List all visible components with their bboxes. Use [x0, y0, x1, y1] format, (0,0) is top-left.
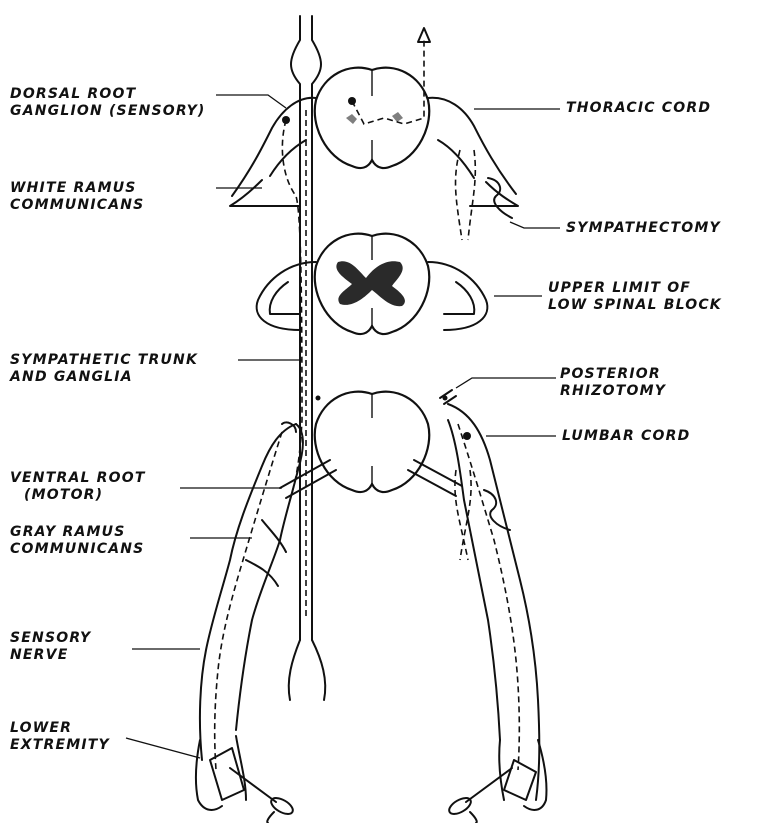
label-white-ramus: WHITE RAMUS COMMUNICANS — [10, 180, 144, 214]
label-line: GANGLION (SENSORY) — [10, 103, 206, 120]
label-thoracic-cord: THORACIC CORD — [566, 100, 711, 117]
label-line: COMMUNICANS — [10, 541, 144, 558]
label-upper-limit: UPPER LIMIT OF LOW SPINAL BLOCK — [548, 280, 722, 314]
label-ventral-root: VENTRAL ROOT (MOTOR) — [10, 470, 146, 504]
lumbar-cord-section — [280, 392, 462, 498]
label-line: DORSAL ROOT — [10, 86, 206, 103]
label-sympathetic-trunk: SYMPATHETIC TRUNK AND GANGLIA — [10, 352, 198, 386]
label-line: EXTREMITY — [10, 737, 110, 754]
label-line: VENTRAL ROOT — [10, 470, 146, 487]
label-gray-ramus: GRAY RAMUS COMMUNICANS — [10, 524, 144, 558]
label-line: GRAY RAMUS — [10, 524, 144, 541]
label-line: AND GANGLIA — [10, 369, 198, 386]
sympathectomy-chain — [456, 150, 476, 240]
label-lower-extremity: LOWER EXTREMITY — [10, 720, 110, 754]
label-posterior-rhizotomy: POSTERIOR RHIZOTOMY — [560, 366, 666, 400]
label-line: POSTERIOR — [560, 366, 666, 383]
label-line: LOWER — [10, 720, 110, 737]
label-line: SYMPATHETIC TRUNK — [10, 352, 198, 369]
label-line: NERVE — [10, 647, 91, 664]
left-nerve-and-limb — [196, 422, 303, 823]
label-sympathectomy: SYMPATHECTOMY — [566, 220, 721, 237]
label-line: UPPER LIMIT OF — [548, 280, 722, 297]
right-nerve-and-limb — [447, 404, 547, 823]
label-lumbar-cord: LUMBAR CORD — [562, 428, 690, 445]
mid-cord-section — [257, 234, 488, 334]
label-line: LOW SPINAL BLOCK — [548, 297, 722, 314]
label-line: SYMPATHECTOMY — [566, 220, 721, 237]
label-line: LUMBAR CORD — [562, 428, 690, 445]
ascending-arrow-icon — [418, 28, 430, 42]
label-line: RHIZOTOMY — [560, 383, 666, 400]
label-line: (MOTOR) — [10, 487, 146, 504]
label-dorsal-root-ganglion: DORSAL ROOT GANGLION (SENSORY) — [10, 86, 206, 120]
label-line: COMMUNICANS — [10, 197, 144, 214]
rhizotomy-cut-mark — [440, 390, 456, 404]
label-line: WHITE RAMUS — [10, 180, 144, 197]
label-line: SENSORY — [10, 630, 91, 647]
label-sensory-nerve: SENSORY NERVE — [10, 630, 91, 664]
label-line: THORACIC CORD — [566, 100, 711, 117]
